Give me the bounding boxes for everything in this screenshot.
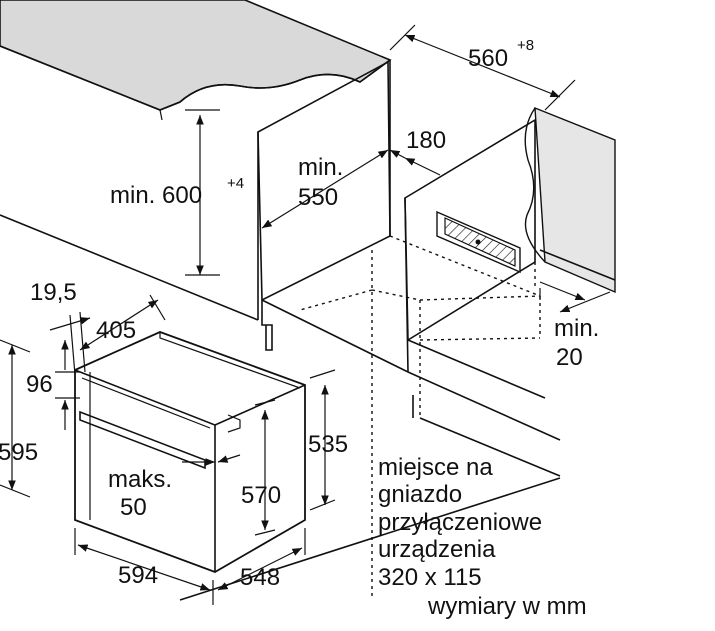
label-gap-min-1: min. — [554, 315, 599, 342]
label-oven-535: 535 — [308, 431, 348, 458]
dimension-lines — [0, 24, 611, 605]
socket-note-line-3: przyłączeniowe — [378, 509, 542, 536]
label-height-min: min. 600 — [110, 182, 202, 209]
label-oven-595: 595 — [0, 439, 38, 466]
label-depth-min-2: 550 — [298, 184, 338, 211]
label-front-405: 405 — [96, 317, 136, 344]
label-depth-min-1: min. — [298, 154, 343, 181]
label-oven-594: 594 — [118, 562, 158, 589]
label-oven-570: 570 — [241, 482, 281, 509]
socket-note-line-5: 320 x 115 — [378, 564, 482, 591]
label-front-96: 96 — [26, 371, 53, 398]
units-note: wymiary w mm — [427, 593, 587, 620]
label-height-min-tol: +4 — [227, 175, 244, 192]
label-width-top-tol: +8 — [517, 37, 534, 54]
socket-note-line-4: urządzenia — [378, 536, 496, 563]
label-oven-548: 548 — [240, 564, 280, 591]
label-front-19: 19,5 — [30, 279, 77, 306]
label-gap-min-2: 20 — [556, 344, 583, 371]
socket-area — [436, 210, 521, 274]
label-gap-180: 180 — [406, 127, 446, 154]
dimension-labels: 560 +8 min. 600 +4 min. 550 180 min. 20 … — [0, 37, 599, 591]
countertop — [0, 0, 392, 121]
label-width-top: 560 — [468, 45, 508, 72]
label-max-1: maks. — [108, 466, 172, 493]
socket-note: miejsce na gniazdo przyłączeniowe urządz… — [378, 454, 542, 591]
back-wall — [524, 106, 616, 294]
socket-note-line-2: gniazdo — [378, 481, 462, 508]
socket-note-line-1: miejsce na — [378, 454, 493, 481]
cabinet-niche — [0, 60, 561, 600]
label-max-2: 50 — [120, 494, 147, 521]
oven — [74, 331, 306, 573]
